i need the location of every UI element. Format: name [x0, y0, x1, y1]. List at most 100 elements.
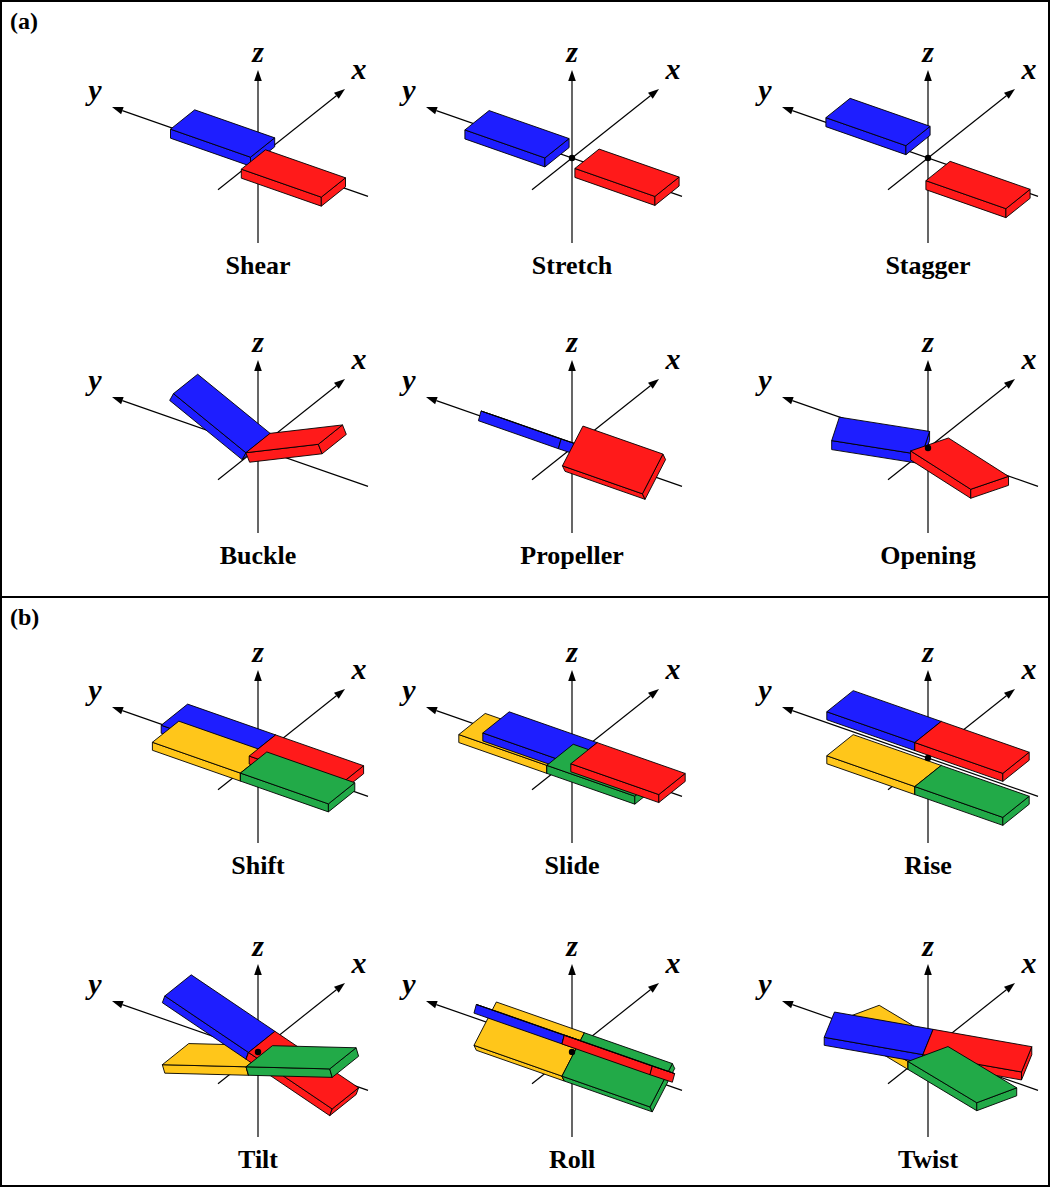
arrowhead: [426, 397, 438, 404]
axis-label: z: [922, 931, 934, 961]
parameter-caption: Opening: [880, 543, 975, 569]
parameter-caption: Tilt: [238, 1147, 278, 1173]
base-slab: [571, 743, 685, 803]
slab-face: [246, 425, 343, 453]
base-slab: [826, 98, 930, 154]
axis-label: y: [88, 75, 101, 105]
axis-line: [792, 1005, 1038, 1091]
base-slab: [240, 752, 354, 812]
slab-face: [562, 1035, 652, 1074]
axis-label: y: [402, 675, 415, 705]
axis-label: y: [88, 675, 101, 705]
axis-label: z: [252, 37, 264, 67]
axis-label: x: [352, 654, 367, 684]
origin-dot: [925, 155, 931, 161]
slab-face: [241, 150, 345, 197]
slab-face: [911, 438, 1009, 489]
base-slab: [465, 111, 569, 167]
base-slab: [478, 411, 581, 456]
arrowhead: [334, 983, 345, 993]
arrowhead: [254, 670, 262, 681]
axis-label: z: [566, 37, 578, 67]
axis-label: x: [666, 54, 681, 84]
base-slab: [241, 150, 345, 206]
arrowhead: [924, 360, 932, 371]
axis-label: z: [252, 637, 264, 667]
parameter-caption: Shift: [231, 853, 284, 879]
slab-face: [465, 111, 569, 158]
axis-label: y: [88, 969, 101, 999]
axis-label: z: [922, 37, 934, 67]
parameter-caption: Buckle: [220, 543, 297, 569]
arrowhead: [568, 964, 576, 975]
arrowhead: [568, 70, 576, 81]
axis-label: y: [402, 969, 415, 999]
parameter-caption: Propeller: [520, 543, 623, 569]
origin-dot: [569, 155, 575, 161]
panel-frame: (b): [0, 596, 1050, 1187]
slab-face: [826, 98, 930, 145]
base-slab: [246, 425, 347, 462]
arrowhead: [1004, 983, 1015, 993]
origin-dot: [569, 1049, 575, 1055]
axis-label: x: [666, 654, 681, 684]
slab-face: [564, 1035, 674, 1073]
axis-label: y: [88, 365, 101, 395]
base-slab: [246, 1046, 359, 1078]
base-slab: [824, 1012, 933, 1063]
arrowhead: [782, 707, 794, 714]
panel-tag: (a): [10, 8, 38, 35]
arrowhead: [334, 379, 345, 389]
panel-frame: (a): [0, 0, 1050, 598]
axis-line: [571, 81, 572, 243]
slab-face: [562, 426, 663, 494]
axis-label: z: [922, 637, 934, 667]
parameter-caption: Rise: [904, 853, 952, 879]
arrowhead: [568, 360, 576, 371]
arrowhead: [426, 707, 438, 714]
axis-label: z: [566, 637, 578, 667]
base-slab: [908, 1047, 1017, 1111]
parameter-illustration: [112, 964, 368, 1137]
arrowhead: [112, 1001, 124, 1008]
panel-tag: (b): [10, 604, 39, 631]
axis-label: y: [758, 969, 771, 999]
origin-dot: [925, 445, 931, 451]
arrowhead: [254, 70, 262, 81]
slab-face: [481, 411, 582, 446]
arrowhead: [648, 689, 659, 699]
arrowhead: [568, 670, 576, 681]
base-slab: [562, 1035, 675, 1082]
parameter-illustration: [112, 70, 368, 243]
slab-face: [915, 721, 1029, 773]
axis-line: [122, 111, 368, 197]
arrowhead: [782, 107, 794, 114]
base-slab: [575, 149, 679, 205]
slab-face: [478, 411, 561, 449]
base-slab: [562, 1033, 675, 1112]
slab-face: [240, 752, 354, 804]
arrowhead: [648, 983, 659, 993]
parameter-illustration: [782, 670, 1038, 843]
axis-label: z: [566, 931, 578, 961]
arrowhead: [924, 70, 932, 81]
axis-label: x: [666, 948, 681, 978]
axis-label: x: [1022, 344, 1037, 374]
axis-label: y: [758, 675, 771, 705]
slab-face: [173, 374, 270, 453]
parameter-caption: Stretch: [532, 253, 612, 279]
arrowhead: [426, 1001, 438, 1008]
arrowhead: [648, 379, 659, 389]
parameter-illustration: [782, 360, 1038, 533]
parameter-caption: Shear: [226, 253, 291, 279]
slab-face: [246, 1046, 356, 1069]
slab-face: [650, 1066, 675, 1082]
parameter-illustration: [782, 964, 1038, 1137]
parameter-illustration: [112, 670, 368, 843]
arrowhead: [254, 964, 262, 975]
axis-label: x: [1022, 654, 1037, 684]
axis-label: x: [352, 54, 367, 84]
axis-label: z: [252, 327, 264, 357]
axis-label: z: [566, 327, 578, 357]
